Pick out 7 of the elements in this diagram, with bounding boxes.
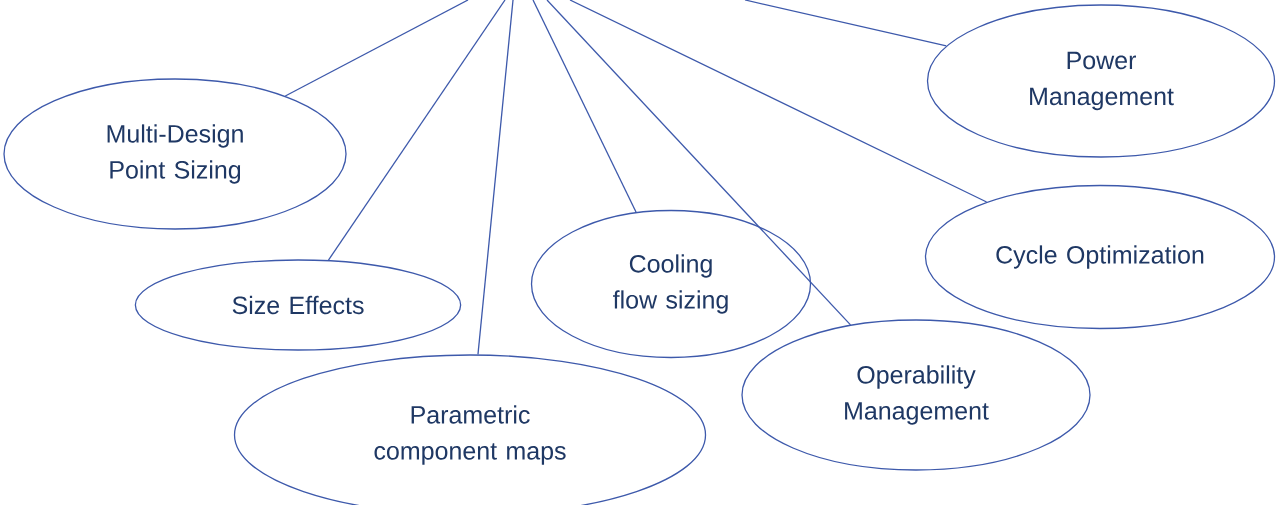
connector-line [569, 0, 988, 203]
connector-line [744, 0, 947, 47]
connector-line [284, 0, 469, 97]
connector-line [532, 0, 637, 213]
connector-line [477, 0, 514, 356]
connector-line [546, 0, 852, 326]
connector-line [327, 0, 506, 261]
